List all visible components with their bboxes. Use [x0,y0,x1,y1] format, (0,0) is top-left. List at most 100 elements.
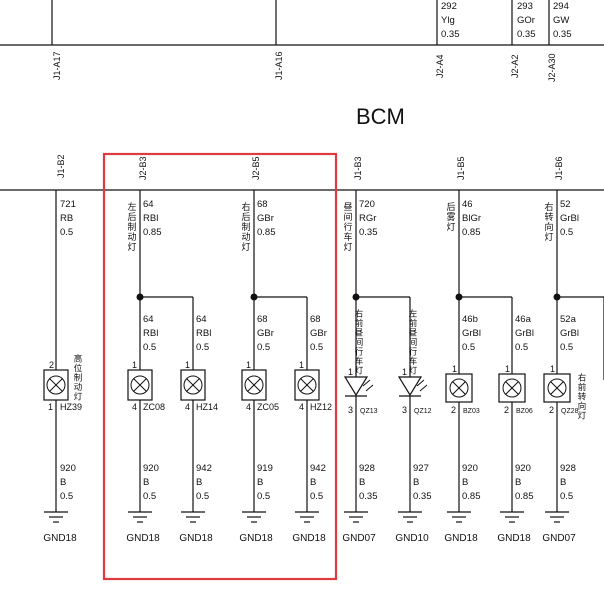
svg-text:B: B [515,477,521,488]
svg-text:942: 942 [196,463,212,474]
svg-text:0.85: 0.85 [515,491,534,502]
branch-name: 右转向灯 [544,201,553,242]
svg-text:2: 2 [49,360,54,370]
svg-text:GrBl: GrBl [560,213,579,224]
svg-text:68: 68 [257,314,268,325]
svg-text:1: 1 [348,367,353,377]
ground-icon [545,511,569,523]
ground-icon [398,511,422,523]
ground-icon [44,511,68,523]
bulb-icon [127,369,153,401]
svg-text:64: 64 [143,314,154,325]
svg-text:BZ03: BZ03 [463,408,480,415]
top-wire-labels: 292 Ylg 0.35 293 GOr 0.35 294 GW 0.35 [441,1,572,40]
top-pin-labels: J1-A17 J1-A16 J2-A4 J2-A2 J2-A30 [52,51,557,82]
svg-text:0.5: 0.5 [257,491,270,502]
svg-text:0.5: 0.5 [60,227,73,238]
svg-text:B: B [462,477,468,488]
svg-text:B: B [413,477,419,488]
svg-text:0.85: 0.85 [143,227,162,238]
svg-text:4: 4 [299,402,304,412]
svg-text:3: 3 [348,405,353,415]
ground-labels: GND18 GND18 GND18 GND18 GND18 GND07 GND1… [43,533,576,544]
led-icon [397,376,428,404]
svg-text:4: 4 [132,402,137,412]
bulb-icon [445,373,473,403]
ground-icon [447,511,471,523]
wire-label: 293 [517,1,533,12]
lamp-name: 左前昼间行车灯 [409,309,418,376]
wire-label: 0.35 [441,29,460,40]
bulb-icon [294,369,320,401]
pin-numbers: 2 1 1 4 1 4 1 4 1 4 1 3 1 3 1 2 1 2 1 2 [48,360,555,415]
branch-wires [55,190,558,370]
ground-label: GND18 [43,533,77,544]
svg-text:920: 920 [143,463,159,474]
branch-name-labels: 左后制动灯 右后制动灯 昼间行车灯 后雾灯 右转向灯 [127,201,553,252]
pin-label: J2-A4 [435,54,445,78]
svg-text:0.5: 0.5 [560,342,573,353]
svg-text:0.5: 0.5 [196,491,209,502]
svg-text:720: 720 [359,199,375,210]
svg-text:4: 4 [185,402,190,412]
svg-text:52a: 52a [560,314,577,325]
svg-text:B: B [60,477,66,488]
bulb-icon [241,369,267,401]
lamp-name: 高位制动灯 [74,354,83,402]
ground-label: GND18 [126,533,160,544]
ground-label: GND18 [444,533,478,544]
lamp-name: 右前昼间行车灯 [355,309,364,376]
svg-text:0.5: 0.5 [196,342,209,353]
svg-text:0.35: 0.35 [359,227,378,238]
svg-text:0.5: 0.5 [462,342,475,353]
svg-text:68: 68 [257,199,268,210]
ground-icon [242,511,266,523]
svg-text:BZ06: BZ06 [516,408,533,415]
ground-label: GND10 [395,533,429,544]
bulb-icon [43,369,69,401]
ground-icon [500,511,524,523]
svg-text:942: 942 [310,463,326,474]
svg-text:52: 52 [560,199,571,210]
top-section: 292 Ylg 0.35 293 GOr 0.35 294 GW 0.35 J1… [0,0,604,82]
pin-label: J2-B3 [138,156,148,180]
ground-icon [128,511,152,523]
split-wires [139,296,604,380]
pin-label: J1-A17 [52,51,62,80]
svg-text:64: 64 [143,199,154,210]
bulb-icon [498,373,526,403]
svg-text:919: 919 [257,463,273,474]
svg-text:1: 1 [48,402,53,412]
svg-text:0.5: 0.5 [310,342,323,353]
ground-symbols [44,511,569,523]
svg-text:4: 4 [246,402,251,412]
ground-label: GND07 [342,533,376,544]
branch-name: 昼间行车灯 [343,202,352,252]
svg-text:928: 928 [560,463,576,474]
junction-dots [136,293,561,301]
wire-label: 294 [553,1,569,12]
module-label: BCM [356,104,405,129]
svg-text:ZC08: ZC08 [143,402,165,412]
svg-text:BlGr: BlGr [462,213,481,224]
svg-text:0.35: 0.35 [359,491,378,502]
svg-text:RB: RB [60,213,73,224]
svg-text:B: B [257,477,263,488]
svg-text:0.5: 0.5 [60,491,73,502]
pin-label: J1-A16 [274,51,284,80]
svg-text:1: 1 [550,364,555,374]
pin-label: J1-B2 [56,154,66,178]
ground-wire-labels: 920 B 0.5 920 B 0.5 942 B 0.5 919 B 0.5 … [60,463,576,502]
svg-text:0.5: 0.5 [515,342,528,353]
svg-text:GrBl: GrBl [560,328,579,339]
svg-text:64: 64 [196,314,207,325]
ground-wires [55,400,558,512]
svg-text:928: 928 [359,463,375,474]
lamp-name-labels: 高位制动灯 右前昼间行车灯 左前昼间行车灯 右前转向灯 [74,309,587,421]
svg-text:1: 1 [185,360,190,370]
svg-text:B: B [143,477,149,488]
wire-label: 292 [441,1,457,12]
lamp-components [43,369,571,404]
pin-label: J2-A2 [510,54,520,78]
svg-text:0.5: 0.5 [143,491,156,502]
